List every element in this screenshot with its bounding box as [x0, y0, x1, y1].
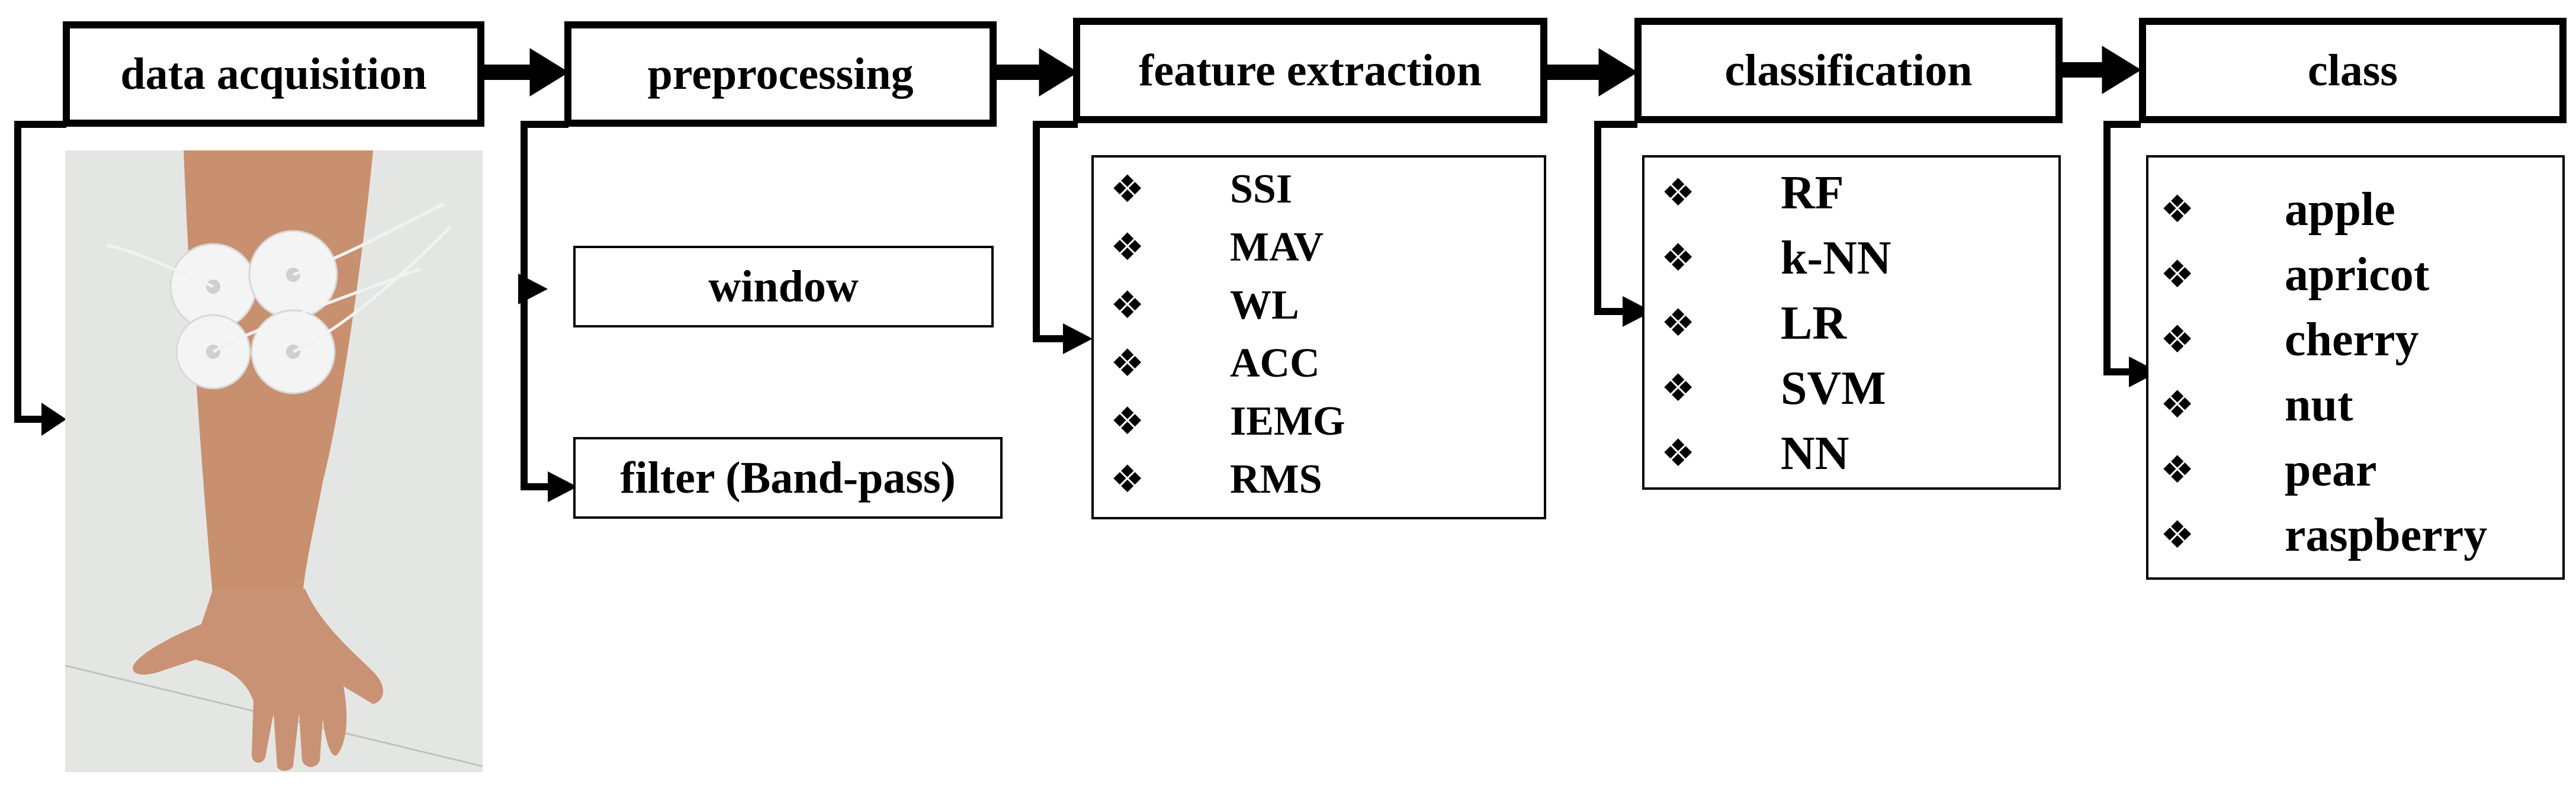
class-label: pear	[2285, 444, 2377, 496]
bullet-icon: ❖	[2160, 448, 2195, 492]
bullet-icon: ❖	[1110, 284, 1145, 327]
bullet-icon: ❖	[1661, 236, 1695, 280]
bullet-icon: ❖	[1661, 432, 1695, 476]
flow-arrows	[483, 46, 2141, 97]
class-label: apricot	[2285, 249, 2430, 301]
class-label: apple	[2285, 184, 2395, 236]
classifier-label: NN	[1781, 428, 1849, 480]
feature-label: SSI	[1230, 166, 1293, 212]
feature-label: RMS	[1230, 457, 1322, 502]
preproc-item-filter: filter (Band-pass)	[573, 437, 1003, 519]
class-label: raspberry	[2285, 509, 2488, 561]
bullet-icon: ❖	[1661, 301, 1695, 345]
preproc-item-window: window	[573, 246, 994, 327]
connector-arrowheads	[41, 274, 2159, 502]
classifier-label: LR	[1781, 297, 1847, 349]
stage-title: data acquisition	[120, 49, 427, 99]
hand-shape	[133, 589, 383, 771]
classifier-list: ❖ RF ❖ k-NN ❖ LR ❖ SVM ❖ NN	[1642, 155, 2061, 490]
stage-title: classification	[1724, 45, 1973, 95]
bullet-icon: ❖	[1110, 168, 1145, 211]
bullet-icon: ❖	[2160, 513, 2195, 557]
bullet-icon: ❖	[2160, 383, 2195, 427]
electrode-wires	[106, 202, 451, 354]
stage-title: feature extraction	[1139, 45, 1482, 95]
stage-title: class	[2308, 45, 2398, 95]
feature-label: ACC	[1230, 341, 1320, 386]
bullet-icon: ❖	[1661, 367, 1695, 410]
bullet-icon: ❖	[1110, 400, 1145, 444]
classifier-label: SVM	[1781, 362, 1886, 415]
class-label: nut	[2285, 379, 2353, 431]
stage-header-data-acquisition: data acquisition	[63, 21, 484, 127]
stage-header-preprocessing: preprocessing	[564, 21, 997, 127]
bullet-icon: ❖	[1110, 226, 1145, 269]
stage-header-classification: classification	[1634, 18, 2063, 123]
bullet-icon: ❖	[1110, 342, 1145, 386]
forearm-electrode-photo	[65, 150, 483, 772]
bullet-icon: ❖	[2160, 188, 2195, 232]
stage-header-class: class	[2139, 18, 2567, 123]
class-label: cherry	[2285, 314, 2419, 366]
feature-list: ❖ SSI ❖ MAV ❖ WL ❖ ACC ❖ IEMG ❖ RMS	[1091, 155, 1546, 519]
class-list: ❖ apple ❖ apricot ❖ cherry ❖ nut ❖ pear ❖ rasp…	[2146, 155, 2565, 580]
classifier-label: k-NN	[1781, 232, 1891, 284]
classifier-label: RF	[1781, 167, 1844, 219]
feature-label: MAV	[1230, 224, 1324, 270]
bullet-icon: ❖	[2160, 253, 2195, 297]
bullet-icon: ❖	[1110, 458, 1145, 502]
bullet-icon: ❖	[2160, 318, 2195, 362]
feature-label: IEMG	[1230, 399, 1345, 444]
stage-header-feature-extraction: feature extraction	[1073, 18, 1547, 123]
electrode-pads	[169, 230, 338, 394]
stage-title: preprocessing	[647, 49, 914, 99]
feature-label: WL	[1230, 282, 1299, 328]
bullet-icon: ❖	[1661, 171, 1695, 215]
preproc-item-label: filter (Band-pass)	[620, 452, 956, 503]
elbow-connectors	[14, 121, 2141, 490]
preproc-item-label: window	[708, 261, 859, 311]
